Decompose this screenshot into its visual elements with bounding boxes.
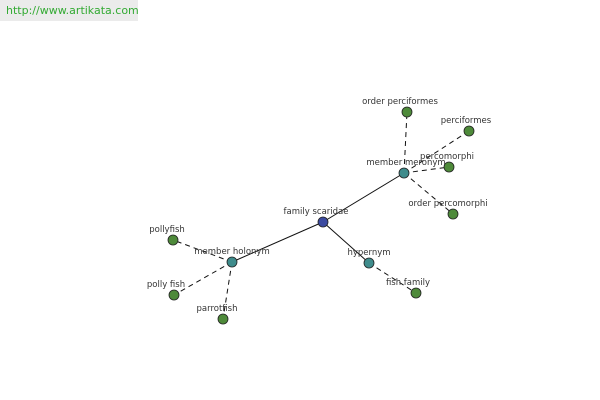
node-perciformes[interactable] xyxy=(463,125,475,137)
edge-holonym-polly_fish xyxy=(173,261,233,296)
node-hypernym[interactable] xyxy=(363,257,375,269)
node-parrotfish[interactable] xyxy=(217,313,229,325)
node-label-order-perciformes: order perciformes xyxy=(362,97,438,107)
edge-meronym-order_percomorphi xyxy=(403,172,454,215)
labels-layer: family scaridae member meronym member holo… xyxy=(147,97,492,314)
node-meronym[interactable] xyxy=(398,167,410,179)
node-label-meronym: member meronym xyxy=(366,158,445,168)
node-pollyfish[interactable] xyxy=(167,234,179,246)
node-label-pollyfish: pollyfish xyxy=(149,225,185,235)
edges-layer xyxy=(172,111,470,320)
node-label-holonym: member holonym xyxy=(194,247,269,257)
url-banner[interactable]: http://www.artikata.com xyxy=(0,0,139,21)
edge-meronym-percomorphi xyxy=(403,166,450,174)
node-label-fish-family: fish family xyxy=(386,278,430,288)
node-label-root: family scaridae xyxy=(284,207,349,217)
node-fish-family[interactable] xyxy=(410,287,422,299)
edge-root-meronym xyxy=(322,172,405,223)
node-label-perciformes: perciformes xyxy=(441,116,492,126)
edge-holonym-parrotfish xyxy=(222,261,233,320)
node-label-polly-fish: polly fish xyxy=(147,280,185,290)
node-label-percomorphi: percomorphi xyxy=(420,152,474,162)
node-root[interactable] xyxy=(317,216,329,228)
edge-holonym-pollyfish xyxy=(172,239,233,263)
node-label-order-percomorphi: order percomorphi xyxy=(408,199,487,209)
node-label-parrotfish: parrotfish xyxy=(197,304,238,314)
node-polly-fish[interactable] xyxy=(168,289,180,301)
node-label-hypernym: hypernym xyxy=(347,248,390,258)
edge-root-hypernym xyxy=(322,221,370,264)
edge-meronym-order_perciformes xyxy=(403,111,408,174)
nodes-layer xyxy=(167,106,475,325)
node-holonym[interactable] xyxy=(226,256,238,268)
node-order-perciformes[interactable] xyxy=(401,106,413,118)
edge-root-holonym xyxy=(231,221,324,263)
node-order-percomorphi[interactable] xyxy=(447,208,459,220)
edge-meronym-perciformes xyxy=(403,130,470,174)
node-percomorphi[interactable] xyxy=(443,161,455,173)
url-link[interactable]: http://www.artikata.com xyxy=(6,4,139,17)
edge-hypernym-fish_family xyxy=(368,262,417,294)
